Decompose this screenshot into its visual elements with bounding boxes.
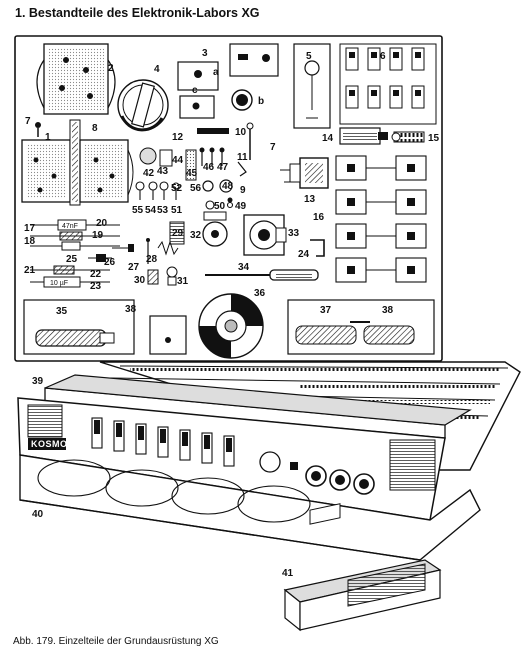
label-32: 32 (190, 230, 202, 241)
lamp-holder-5 (293, 43, 331, 129)
coils-37 (287, 299, 435, 355)
label-40: 40 (32, 509, 44, 520)
label-7: 7 (25, 116, 31, 127)
screwdriver-34 (205, 269, 319, 281)
perforated-plate-1 (21, 119, 134, 206)
speaker-box-41 (283, 503, 442, 632)
page-title: 1. Bestandteile des Elektronik-Labors XG (15, 6, 260, 20)
label-53: 53 (157, 205, 169, 216)
label-44: 44 (172, 155, 184, 166)
capacitor-label-47nf: 47nF (62, 223, 78, 230)
label-7b: 7 (270, 142, 276, 153)
label-30: 30 (134, 275, 146, 286)
label-13: 13 (304, 194, 316, 205)
perforated-plate-2 (36, 43, 116, 115)
label-22: 22 (90, 269, 102, 280)
label-24: 24 (298, 249, 310, 260)
label-c: c (192, 85, 198, 96)
label-2: 2 (108, 63, 114, 74)
label-27: 27 (128, 262, 140, 273)
label-15: 15 (428, 133, 440, 144)
label-10: 10 (235, 127, 247, 138)
label-48: 48 (222, 181, 234, 192)
figure-caption: Abb. 179. Einzelteile der Grundausrüstun… (13, 636, 219, 647)
bracket-24 (310, 239, 325, 257)
label-41: 41 (282, 568, 294, 579)
label-35: 35 (56, 306, 68, 317)
speaker-36 (198, 293, 264, 359)
transformer-13 (280, 157, 329, 189)
label-34: 34 (238, 262, 250, 273)
label-46: 46 (203, 162, 215, 173)
label-17: 17 (24, 223, 36, 234)
potentiometer-32 (202, 211, 228, 247)
label-b: b (258, 96, 264, 107)
switch-row-6 (339, 43, 437, 125)
label-39: 39 (32, 376, 44, 387)
socket-plates-3 (177, 43, 279, 119)
label-16: 16 (313, 212, 325, 223)
potentiometer-33 (243, 214, 287, 256)
label-19: 19 (92, 230, 104, 241)
misc-hardware (139, 122, 254, 203)
battery-holder-14 (339, 127, 388, 145)
resistors-capacitors: 47nF 10 µF (30, 219, 120, 288)
label-38b: 38 (382, 305, 394, 316)
label-38a: 38 (125, 304, 137, 315)
label-50: 50 (214, 201, 226, 212)
label-45: 45 (186, 168, 198, 179)
label-51: 51 (171, 205, 183, 216)
label-9: 9 (240, 185, 246, 196)
capacitor-label-10uf: 10 µF (50, 280, 68, 287)
label-54: 54 (145, 205, 157, 216)
brand-logo: KOSMOS (31, 439, 74, 449)
lab-base-case: KOSMOS (17, 361, 521, 561)
label-29: 29 (172, 228, 184, 239)
label-a: a (213, 67, 219, 78)
small-components (112, 221, 185, 286)
label-20: 20 (96, 218, 108, 229)
label-33: 33 (288, 228, 300, 239)
screw-7 (35, 122, 41, 137)
label-6: 6 (380, 51, 386, 62)
label-12: 12 (172, 132, 184, 143)
label-4: 4 (154, 64, 160, 75)
label-8: 8 (92, 123, 98, 134)
label-21: 21 (24, 265, 36, 276)
label-26: 26 (104, 257, 116, 268)
ferrite-antenna-35 (23, 299, 187, 355)
label-14: 14 (322, 133, 334, 144)
label-23: 23 (90, 281, 102, 292)
label-55: 55 (132, 205, 144, 216)
label-56: 56 (190, 183, 202, 194)
label-42: 42 (143, 168, 155, 179)
label-43: 43 (157, 166, 169, 177)
label-11: 11 (237, 152, 248, 163)
label-52: 52 (171, 183, 183, 194)
part-number-labels: 1 2 3 4 5 6 7 7 8 9 10 11 12 13 14 15 16… (24, 48, 440, 579)
parts-board: 47nF 10 µF (14, 35, 443, 362)
connector-blocks-16 (335, 155, 427, 283)
label-31: 31 (177, 276, 189, 287)
label-5: 5 (306, 51, 312, 62)
rotary-knob-4 (117, 79, 169, 132)
label-37: 37 (320, 305, 332, 316)
label-1: 1 (45, 132, 51, 143)
label-3: 3 (202, 48, 208, 59)
label-25: 25 (66, 254, 78, 265)
solder-tags (135, 181, 234, 210)
label-47: 47 (217, 162, 229, 173)
coil-15 (391, 131, 425, 143)
label-49: 49 (235, 201, 247, 212)
label-36: 36 (254, 288, 266, 299)
label-18: 18 (24, 236, 36, 247)
label-28: 28 (146, 254, 158, 265)
